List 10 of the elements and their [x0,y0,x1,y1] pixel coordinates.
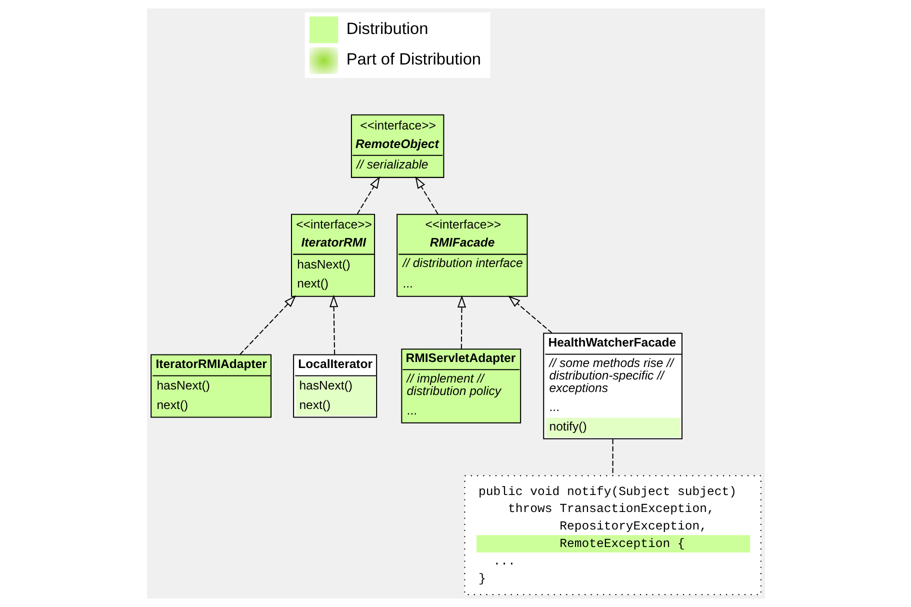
arrow [239,295,296,355]
connector [612,439,613,476]
arrow [329,294,338,354]
arrow [508,296,552,334]
legend-label: Part of Distribution [346,50,481,68]
arrow [414,176,438,214]
node-box: public void notify(Subject subject) throws TransactionException, RepositoryException, RemoteException { ... } [464,475,761,596]
arrow [456,295,466,349]
legend-label: Distribution [346,20,428,38]
arrow [356,176,380,214]
